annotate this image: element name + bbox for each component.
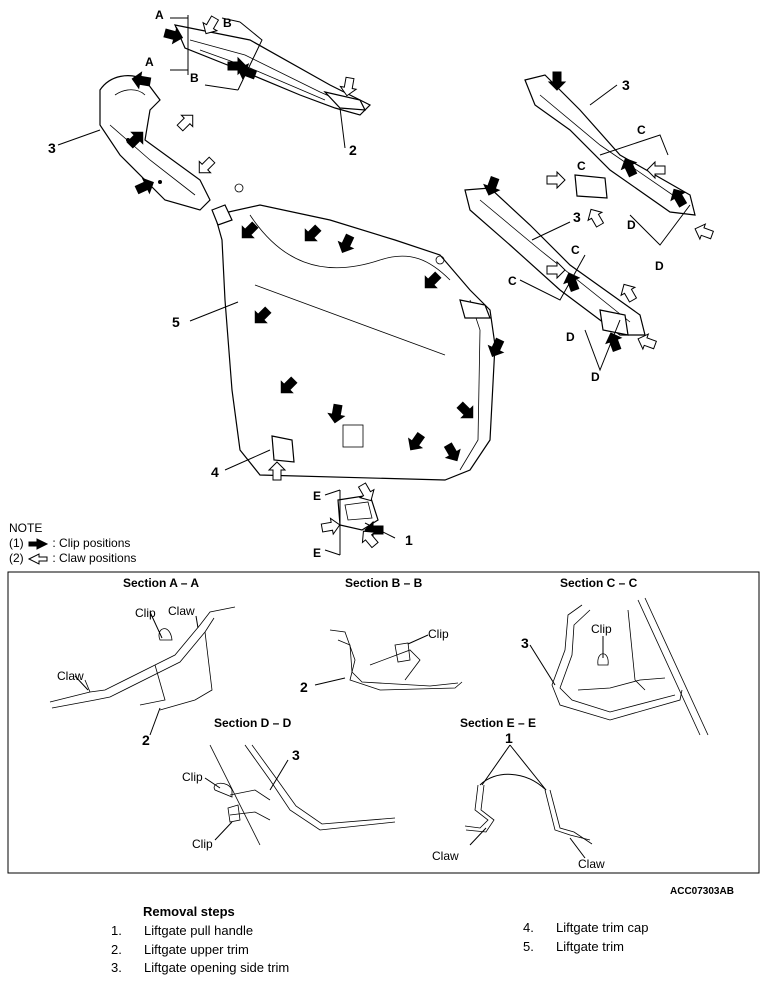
section-cc-drawing <box>529 597 709 736</box>
label-left-side-trim: 3 <box>48 140 56 156</box>
removal-step: 1. Liftgate pull handle <box>111 922 289 941</box>
removal-step: 2. Liftgate upper trim <box>111 941 289 960</box>
section-aa-drawing <box>49 606 236 736</box>
upper-trim-part <box>173 24 372 116</box>
section-ee-part: 1 <box>505 730 513 746</box>
step-text: Liftgate upper trim <box>144 941 249 957</box>
marker-d-3: D <box>566 330 575 344</box>
section-bb-drawing <box>314 629 463 691</box>
marker-c-2: C <box>577 159 586 173</box>
section-cc-part: 3 <box>521 635 529 651</box>
label-main-trim: 5 <box>172 314 180 330</box>
section-ee-drawing <box>464 744 593 859</box>
step-number: 1. <box>111 923 122 938</box>
note-item1-num: (1) <box>9 536 24 550</box>
label-right-side-trim-top: 3 <box>622 77 630 93</box>
step-number: 3. <box>111 960 122 975</box>
section-dd-title: Section D – D <box>214 716 292 730</box>
section-ee-claw-left: Claw <box>432 849 459 863</box>
marker-d-1: D <box>627 218 636 232</box>
removal-steps-left: 1. Liftgate pull handle 2. Liftgate upper … <box>111 922 289 978</box>
section-cc-title: Section C – C <box>560 576 638 590</box>
part-labels: 2 3 3 3 5 4 1 <box>48 77 630 548</box>
marker-e-top: E <box>313 489 321 503</box>
label-upper-trim: 2 <box>349 142 357 158</box>
marker-c-4: C <box>508 274 517 288</box>
removal-step: 4. Liftgate trim cap <box>523 919 649 938</box>
note-item2-num: (2) <box>9 551 24 565</box>
step-text: Liftgate opening side trim <box>144 960 290 975</box>
figure-code: ACC07303AB <box>670 886 734 897</box>
label-right-side-trim-mid: 3 <box>573 209 581 225</box>
left-side-trim-part <box>99 75 211 211</box>
section-aa-title: Section A – A <box>123 576 199 590</box>
removal-steps-right: 4. Liftgate trim cap 5. Liftgate trim <box>523 919 649 956</box>
note-item1-text: : Clip positions <box>52 536 131 550</box>
marker-a-top: A <box>155 8 164 22</box>
marker-d-4: D <box>591 370 600 384</box>
claw-arrow-icon <box>27 553 48 565</box>
step-number: 4. <box>523 920 534 935</box>
section-aa-part: 2 <box>142 732 150 748</box>
section-dd-drawing <box>204 744 396 846</box>
marker-b-top: B <box>223 16 232 30</box>
marker-c-1: C <box>637 123 646 137</box>
removal-step: 3. Liftgate opening side trim <box>111 959 289 978</box>
removal-step: 5. Liftgate trim <box>523 938 649 957</box>
section-views-frame <box>7 571 760 874</box>
section-dd-clip-bottom: Clip <box>192 837 213 851</box>
section-ee-title: Section E – E <box>460 716 536 730</box>
note-legend: NOTE (1) : Clip positions (2) : Claw pos… <box>9 521 136 566</box>
section-aa-clip: Clip <box>135 606 156 620</box>
section-cc-clip: Clip <box>591 622 612 636</box>
note-item-claw: (2) : Claw positions <box>9 551 136 566</box>
note-title: NOTE <box>9 521 43 535</box>
marker-c-3: C <box>571 243 580 257</box>
step-text: Liftgate trim cap <box>556 920 649 935</box>
right-side-trim-top-part <box>524 74 696 216</box>
marker-a-bottom: A <box>145 55 154 69</box>
removal-steps-title: Removal steps <box>143 904 235 919</box>
main-trim-part <box>211 183 496 481</box>
step-text: Liftgate pull handle <box>144 923 254 938</box>
note-item-clip: (1) : Clip positions <box>9 536 136 551</box>
trim-cap-part <box>271 435 295 463</box>
section-dd-clip-top: Clip <box>182 770 203 784</box>
marker-b-bottom: B <box>190 71 199 85</box>
marker-e-bottom: E <box>313 546 321 560</box>
marker-d-2: D <box>655 259 664 273</box>
step-number: 2. <box>111 941 122 957</box>
section-dd-part: 3 <box>292 747 300 763</box>
step-text: Liftgate trim <box>556 938 624 954</box>
note-item2-text: : Claw positions <box>52 551 137 565</box>
section-marker-lines <box>57 15 691 556</box>
right-side-trim-mid-part <box>464 187 646 336</box>
label-trim-cap: 4 <box>211 464 219 480</box>
section-bb-part: 2 <box>300 679 308 695</box>
label-pull-handle: 1 <box>405 532 413 548</box>
section-aa-claw-top: Claw <box>168 604 195 618</box>
section-markers: A A B B C C C C D D D D E E <box>145 8 664 560</box>
step-number: 5. <box>523 938 534 954</box>
section-bb-title: Section B – B <box>345 576 423 590</box>
section-bb-clip: Clip <box>428 627 449 641</box>
clip-arrow-icon <box>28 538 49 550</box>
section-aa-claw-left: Claw <box>57 669 84 683</box>
section-ee-claw-right: Claw <box>578 857 605 871</box>
